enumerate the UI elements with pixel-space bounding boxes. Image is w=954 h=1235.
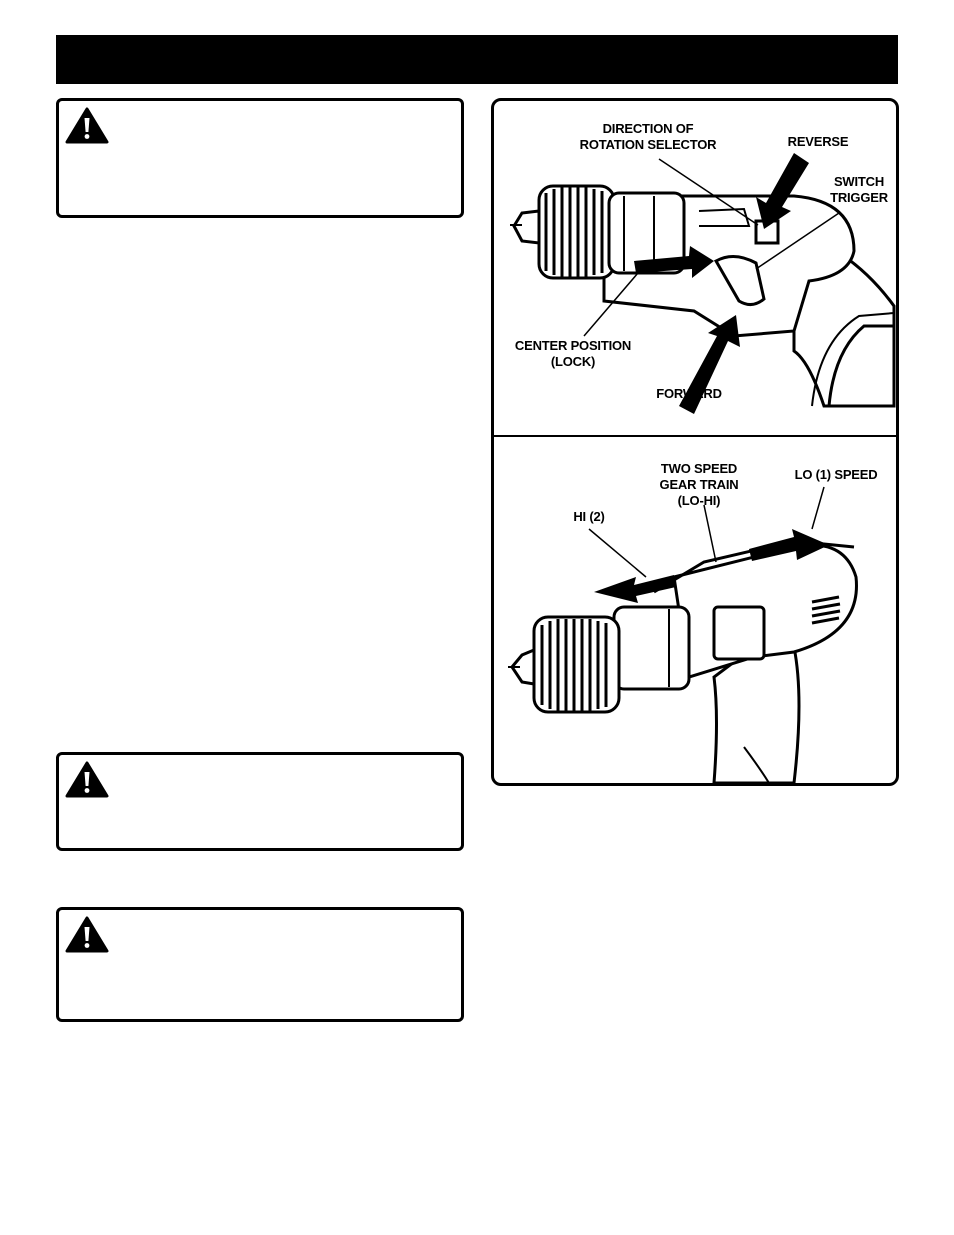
drill-direction-illustration	[510, 153, 896, 414]
reverse-label: REVERSE	[787, 134, 849, 149]
center-position-label: CENTER POSITION (LOCK)	[514, 338, 632, 369]
warning-box-1	[56, 98, 464, 218]
warning-triangle-icon	[65, 916, 109, 953]
hi-speed-label: HI (2)	[573, 509, 605, 524]
two-speed-gear-train-label: TWO SPEED GEAR TRAIN (LO-HI)	[659, 461, 739, 508]
warning-triangle-icon	[65, 107, 109, 144]
warning-box-2	[56, 752, 464, 851]
drill-speed-illustration	[508, 486, 858, 783]
warning-box-3	[56, 907, 464, 1022]
drill-controls-figure: DIRECTION OF ROTATION SELECTOR REVERSE S…	[491, 98, 899, 786]
warning-triangle-icon	[65, 761, 109, 798]
switch-trigger-label: SWITCH TRIGGER	[830, 174, 888, 205]
section-header-bar	[56, 35, 898, 84]
forward-label: FORWARD	[656, 386, 722, 401]
lo-speed-label: LO (1) SPEED	[794, 467, 878, 482]
direction-selector-label: DIRECTION OF ROTATION SELECTOR	[579, 121, 717, 152]
figure-divider	[494, 435, 896, 437]
